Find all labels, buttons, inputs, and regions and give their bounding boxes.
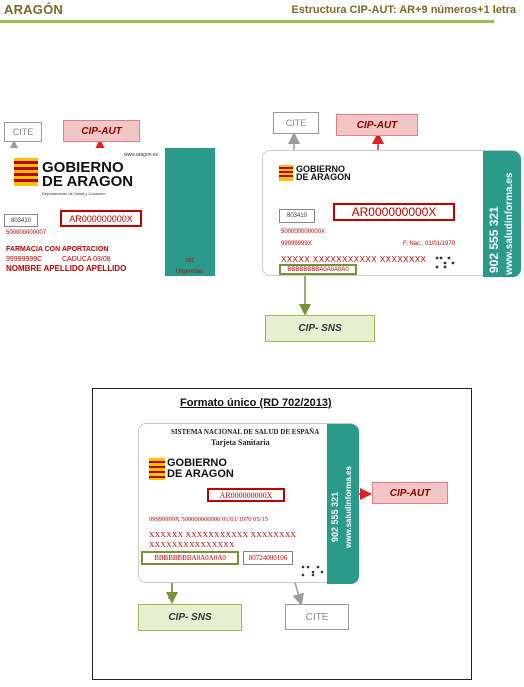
card-current-format: GOBIERNO DE ARAGON 803410 AR000000000X 5… [262,150,521,277]
card2-birth: F. Nac.: 01/01/1970 [403,241,456,247]
logo-line1: GOBIERNO [167,457,227,469]
card3-name-line2: XXXXXXXXXXXXXXX [149,540,235,549]
card2-stripe [483,151,521,277]
frame-title: Formato único (RD 702/2013) [180,397,332,409]
card1-stripe-code: 001 [186,258,195,264]
card3-top-line1: SISTEMA NACIONAL DE SALUD DE ESPAÑA [171,428,320,436]
header-title: Estructura CIP-AUT: AR+9 números+1 letra [291,4,516,16]
cip-aut-label-1: CIP-AUT [63,120,140,142]
cite-label-2: CITE [273,112,319,134]
card1-expiry: CADUCA 03/08 [62,256,111,263]
card2-phone: 902 555 321 [487,206,501,273]
aragon-flag-icon [279,165,293,181]
card1-id: 99999999C [6,256,43,263]
braille-dots-icon [435,256,455,269]
logo-line1: GOBIERNO [296,164,346,174]
cip-sns-label-3: CIP- SNS [138,604,242,631]
cite-label-3: CITE [285,604,349,630]
logo-line1: GOBIERNO [42,159,124,176]
cip-aut-label-3: CIP-AUT [372,482,448,504]
card3-stripe [327,424,359,584]
cite-label-1: CITE [4,122,42,142]
cip-aut-code-2: AR000000000X [333,203,455,221]
unified-format-frame [92,388,472,680]
logo-line2: DE ARAGON [167,468,234,480]
card-old-format: www.aragon.es GOBIERNO DE ARAGON Departa… [0,148,218,276]
card3-phone: 902 555 321 [330,491,340,542]
card1-pharmacy: FARMACIA CON APORTACION [6,246,109,253]
card1-stripe-text: Urgencias [176,269,204,275]
card1-name: NOMBRE APELLIDO APELLIDO [6,264,127,273]
card2-id: 99999999X [281,241,312,247]
card2-name-line: XXXXX XXXXXXXXXXX XXXXXXXX [281,255,427,264]
card2-web: www.saludinforma.es [504,172,515,275]
braille-dots-icon [301,565,324,577]
cip-aut-code-1: AR000000000X [60,210,142,227]
card1-stripe [165,148,215,276]
logo-subtitle: Departamento de Salud y Consumo [42,191,106,196]
cite-code-2: 803410 [279,209,315,223]
card3-top-line2: Tarjeta Sanitaria [211,438,270,447]
cip-sns-label-2: CIP- SNS [265,315,375,342]
aragon-flag-icon [149,458,165,480]
cip-sns-code-3: BBBBBBBBA0A0A0A0 [141,551,239,565]
header-rule [0,20,494,23]
card3-web: www.saludinforma.es [344,466,353,548]
card2-number: 500000000000X [281,229,326,235]
card3-name-line1: XXXXXX XXXXXXXXXXX XXXXXXXX [149,530,297,539]
card-unified-format: SISTEMA NACIONAL DE SALUD DE ESPAÑA Tarj… [138,423,359,584]
card1-url: www.aragon.es [124,152,159,158]
header-region: ARAGÓN [4,2,63,17]
cite-code-1: 803410 [4,214,38,227]
cip-sns-code-2: BBBBBBBBA0A0A0A0 [279,264,357,275]
cip-aut-code-3: AR000000000X [207,488,285,502]
logo-line2: DE ARAGON [296,172,351,182]
cip-aut-label-2: CIP-AUT [336,114,418,136]
card1-number: 500000000007 [6,230,47,236]
logo-line2: DE ARAGON [42,173,134,190]
cite-code-3: 80724000106 [243,551,293,565]
card3-data-line: 99999999X 500000000000 01/01/1970 05/15 [149,516,268,523]
aragon-flag-icon [14,158,38,186]
